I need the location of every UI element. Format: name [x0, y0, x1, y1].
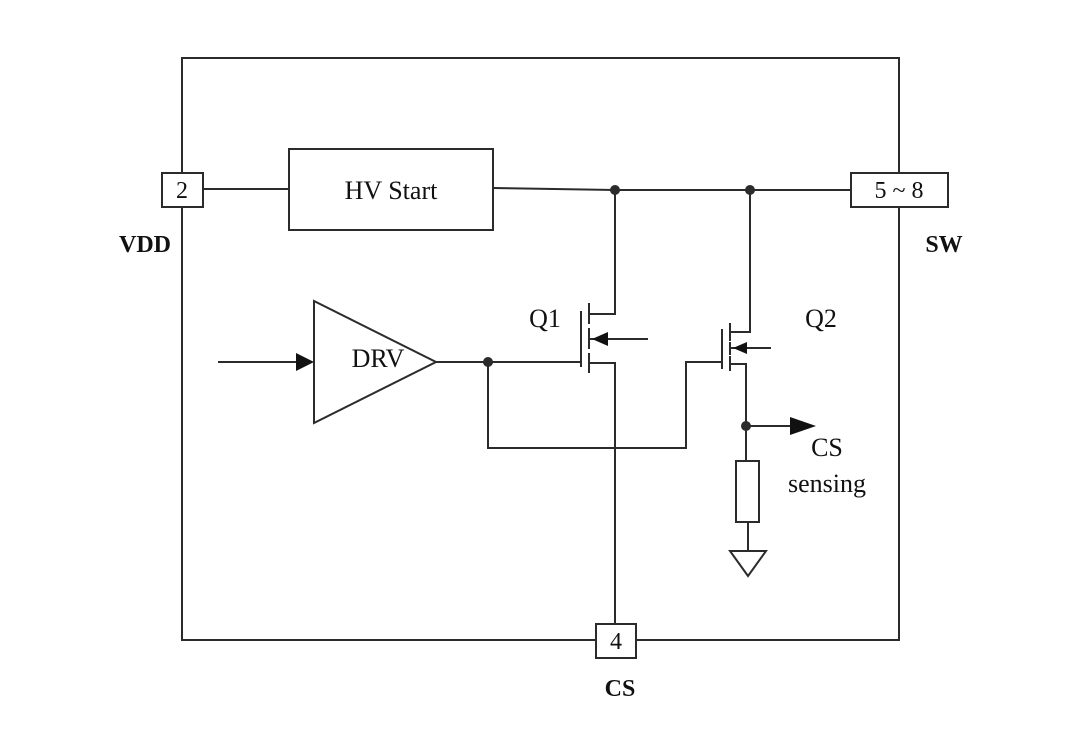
q2-label: Q2	[805, 304, 837, 333]
hv-start-block	[288, 148, 494, 231]
driver-input-arrow	[296, 353, 314, 371]
driver-label: DRV	[352, 344, 405, 373]
cs-sense-arrow	[790, 417, 816, 435]
wire-hv-sw	[491, 186, 852, 191]
wire-drv-q2-gate	[487, 361, 723, 449]
vdd-pin-name: VDD	[119, 232, 171, 258]
wire-q2-source	[729, 363, 747, 462]
cs-pin-box	[595, 623, 637, 659]
cs-pin-name: CS	[605, 676, 636, 702]
cs-pin-number: 4	[610, 629, 622, 655]
q1-body-arrow	[592, 332, 608, 346]
sense-resistor	[735, 460, 760, 523]
sw-pin-box	[850, 172, 949, 208]
wire-q1-source	[588, 362, 616, 625]
q2-body-arrow	[733, 342, 747, 354]
hv-start-label: HV Start	[345, 176, 438, 205]
sw-pin-name: SW	[925, 232, 962, 258]
wire-q2-drain	[729, 189, 751, 333]
vdd-pin-number: 2	[176, 178, 188, 204]
sw-pin-number: 5 ~ 8	[875, 178, 924, 204]
ic-outline	[181, 57, 900, 641]
ground-icon	[728, 550, 768, 578]
cs-sense-label-line2: sensing	[788, 469, 866, 498]
wire-q1-drain	[588, 189, 616, 315]
q1-label: Q1	[529, 304, 561, 333]
cs-sense-label-line1: CS	[811, 433, 843, 462]
vdd-pin-box	[161, 172, 204, 208]
